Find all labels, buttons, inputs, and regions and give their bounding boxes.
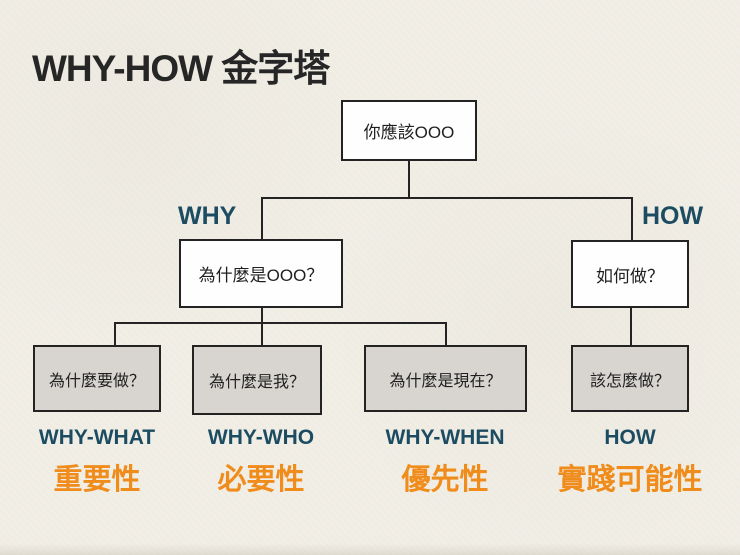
node-why-question: 為什麼是OOO？ bbox=[179, 239, 343, 308]
connector-root-down bbox=[408, 160, 410, 199]
tag-how: HOW bbox=[604, 426, 656, 449]
value-feasibility: 實踐可能性 bbox=[557, 464, 703, 496]
node-why-when-question: 為什麼是現在？ bbox=[364, 345, 527, 412]
node-why-who-question: 為什麼是我？ bbox=[192, 345, 322, 415]
paper-texture-bottom-edge bbox=[0, 543, 740, 555]
branch-label-why: WHY bbox=[178, 202, 237, 230]
node-how-leaf-question: 該怎麼做？ bbox=[571, 345, 689, 412]
tag-why-when: WHY-WHEN bbox=[385, 426, 505, 449]
connector-why-question-down bbox=[261, 307, 263, 324]
page-title: WHY-HOW 金字塔 bbox=[32, 48, 330, 89]
branch-label-how: HOW bbox=[642, 202, 704, 230]
connector-how-leaf-down bbox=[630, 307, 632, 346]
connector-leaf3-down bbox=[445, 324, 447, 346]
value-priority: 優先性 bbox=[401, 464, 489, 496]
tag-why-who: WHY-WHO bbox=[207, 426, 315, 449]
value-importance: 重要性 bbox=[53, 464, 141, 496]
connector-why-how-split bbox=[261, 197, 633, 199]
node-how-question: 如何做？ bbox=[571, 240, 689, 308]
node-why-what-question: 為什麼要做？ bbox=[33, 345, 161, 412]
connector-leaf1-down bbox=[114, 324, 116, 346]
connector-why-branch bbox=[261, 199, 263, 240]
connector-why-leaves-split bbox=[114, 322, 447, 324]
value-necessity: 必要性 bbox=[217, 464, 305, 496]
tag-why-what: WHY-WHAT bbox=[38, 426, 156, 449]
connector-how-branch bbox=[631, 199, 633, 241]
connector-leaf2-down bbox=[261, 324, 263, 346]
node-root-statement: 你應該OOO bbox=[341, 100, 477, 161]
